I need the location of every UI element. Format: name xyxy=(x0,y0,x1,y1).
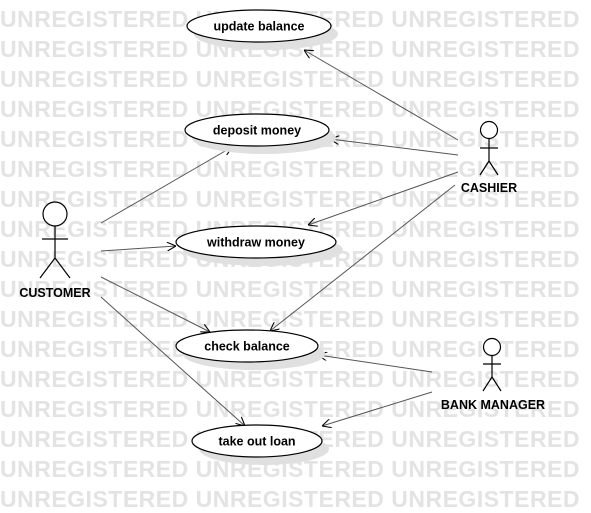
associations xyxy=(100,50,459,426)
actor-cashier[interactable]: CASHIER xyxy=(461,120,517,196)
actor-bank-manager[interactable]: BANK MANAGER xyxy=(441,337,545,413)
use-case-diagram: update balance deposit money withdraw mo… xyxy=(19,9,545,465)
use-case-label: deposit money xyxy=(213,124,301,138)
use-case-label: withdraw money xyxy=(206,236,305,250)
association-bank-manager-check-balance xyxy=(318,355,433,373)
use-case-check-balance[interactable]: check balance xyxy=(175,329,325,370)
use-case-update-balance[interactable]: update balance xyxy=(186,9,338,50)
use-case-label: take out loan xyxy=(218,435,295,449)
use-case-take-out-loan[interactable]: take out loan xyxy=(191,424,329,465)
use-case-label: check balance xyxy=(204,340,290,354)
use-case-deposit-money[interactable]: deposit money xyxy=(184,113,336,154)
association-customer-withdraw-money xyxy=(100,246,176,252)
stick-figure-icon xyxy=(482,337,502,392)
association-customer-check-balance xyxy=(100,276,210,332)
association-customer-deposit-money xyxy=(100,147,232,224)
association-cashier-update-balance xyxy=(304,50,459,141)
stick-figure-icon xyxy=(39,201,71,279)
association-customer-take-out-loan xyxy=(100,296,245,426)
actor-label: BANK MANAGER xyxy=(441,398,545,412)
use-case-withdraw-money[interactable]: withdraw money xyxy=(175,225,343,266)
actor-label: CASHIER xyxy=(461,181,517,195)
association-cashier-deposit-money xyxy=(330,139,459,156)
stick-figure-icon xyxy=(479,120,499,176)
association-bank-manager-take-out-loan xyxy=(322,391,433,426)
association-cashier-check-balance xyxy=(270,184,456,331)
use-case-label: update balance xyxy=(214,20,305,34)
actor-customer[interactable]: CUSTOMER xyxy=(19,201,91,300)
actor-label: CUSTOMER xyxy=(19,286,90,300)
association-cashier-withdraw-money xyxy=(308,171,459,225)
